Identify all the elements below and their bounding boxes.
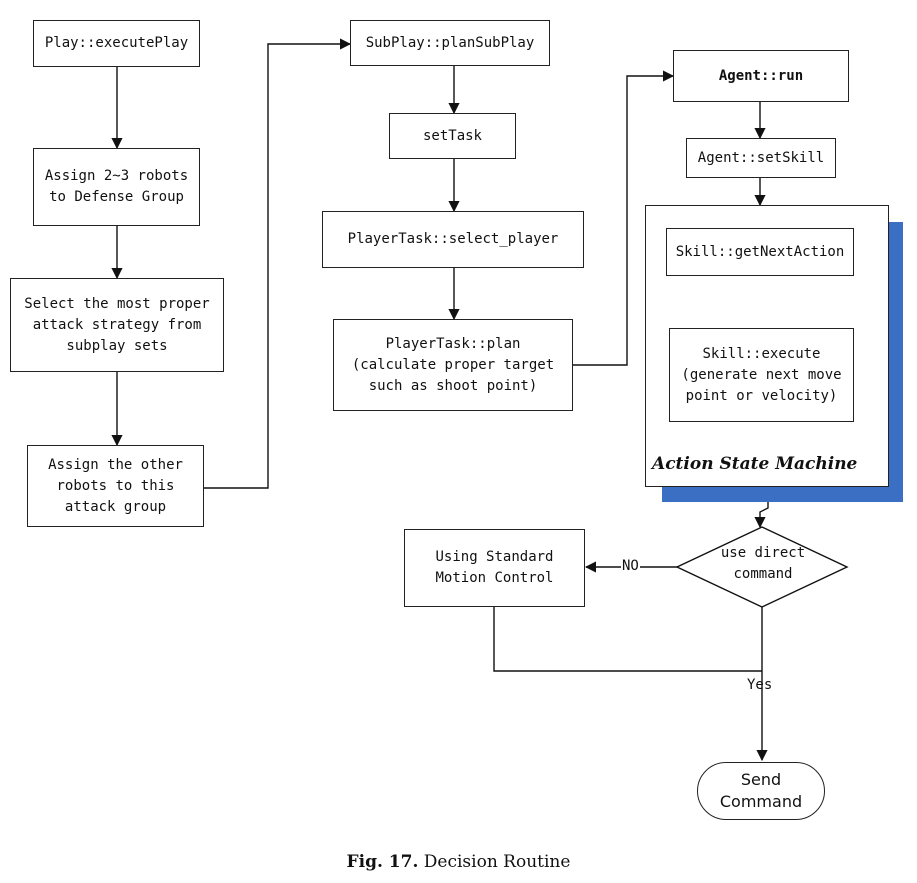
send-command-terminal: Send Command xyxy=(697,762,825,820)
assign-attack-node: Assign the other robots to this attack g… xyxy=(27,445,204,527)
decision-diamond xyxy=(675,526,849,608)
edge-label-no: NO xyxy=(621,558,640,574)
caption-label: Fig. 17. xyxy=(346,852,419,872)
edge-motion-to-merge xyxy=(493,607,762,672)
assign-defense-node: Assign 2~3 robots to Defense Group xyxy=(33,148,200,226)
play-execute-node: Play::executePlay xyxy=(33,20,200,67)
decision-text: use direct command xyxy=(720,545,806,582)
select-player-node: PlayerTask::select_player xyxy=(322,211,584,268)
set-task-node: setTask xyxy=(389,113,516,159)
caption-text: Decision Routine xyxy=(423,852,571,872)
skill-execute-node: Skill::execute (generate next move point… xyxy=(669,328,854,422)
edge-plan-to-agentrun xyxy=(573,70,675,366)
edge-attack-to-subplay xyxy=(204,38,352,489)
skill-next-action-node: Skill::getNextAction xyxy=(666,228,854,276)
edge-label-yes: Yes xyxy=(747,677,773,693)
player-plan-node: PlayerTask::plan (calculate proper targe… xyxy=(333,319,573,411)
select-strategy-node: Select the most proper attack strategy f… xyxy=(10,278,224,372)
action-state-machine-label: Action State Machine xyxy=(652,454,858,474)
standard-motion-node: Using Standard Motion Control xyxy=(404,529,585,607)
figure-caption: Fig. 17. Decision Routine xyxy=(0,852,917,872)
agent-set-skill-node: Agent::setSkill xyxy=(686,138,836,178)
subplay-plan-node: SubPlay::planSubPlay xyxy=(350,20,550,66)
agent-run-node: Agent::run xyxy=(673,50,849,102)
